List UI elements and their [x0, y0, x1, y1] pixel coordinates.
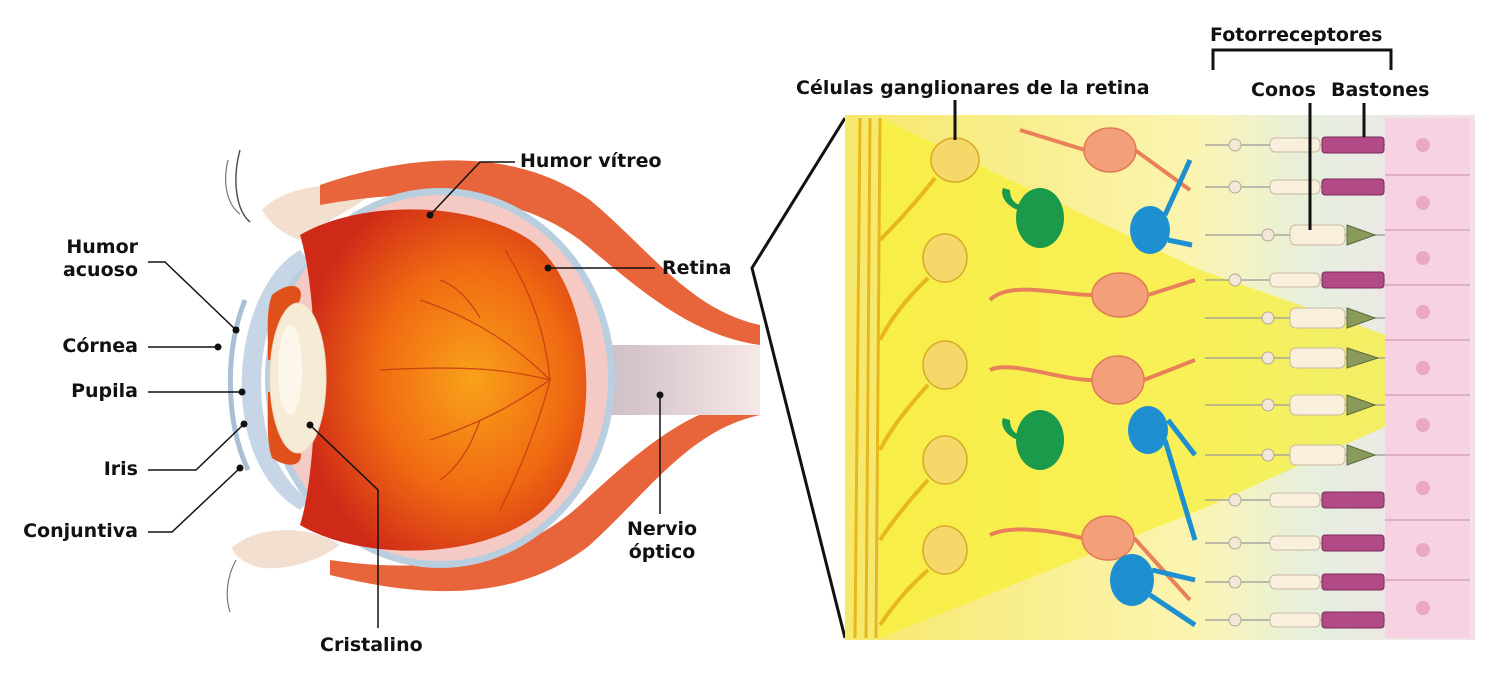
photoreceptor-rows: [1205, 136, 1385, 629]
label-conjuntiva: Conjuntiva: [23, 520, 138, 542]
eyelid-lower: [226, 530, 340, 613]
label-conos: Conos: [1251, 79, 1316, 101]
label-pupila: Pupila: [71, 380, 138, 402]
zoom-callout-lines: [750, 117, 847, 639]
retinal-blood-vessels: [379, 249, 551, 511]
label-iris: Iris: [103, 458, 138, 480]
label-humor-acuoso-line1: Humor: [66, 236, 138, 258]
amacrine-cells: [1002, 188, 1064, 470]
label-celulas-ganglionares: Células ganglionares de la retina: [796, 77, 1150, 99]
muscle-upper: [320, 160, 760, 345]
vitreous-humor: [300, 209, 587, 551]
label-nervio-optico: Nervio óptico: [612, 518, 712, 564]
retina-leader-lines: [953, 48, 1393, 230]
rod-outer-segments: [1321, 136, 1385, 629]
label-humor-acuoso-line2: acuoso: [62, 259, 138, 281]
label-nervio-optico-line2: óptico: [628, 541, 696, 563]
label-cornea: Córnea: [62, 335, 138, 357]
cone-outer-segments: [1346, 224, 1380, 466]
label-humor-vitreo: Humor vítreo: [520, 150, 662, 172]
eye-leader-lines: [148, 161, 661, 628]
ganglion-cells: [922, 137, 980, 575]
bipolar-cells: [1081, 127, 1149, 561]
optic-nerve: [590, 345, 760, 415]
label-retina: Retina: [662, 257, 732, 279]
eye-leader-dots: [214, 211, 664, 472]
cornea: [241, 250, 310, 510]
muscle-lower: [330, 398, 760, 592]
label-bastones: Bastones: [1331, 79, 1430, 101]
label-cristalino: Cristalino: [320, 634, 423, 656]
label-fotorreceptores: Fotorreceptores: [1210, 24, 1383, 46]
retina-detail-illustration: [845, 48, 1475, 640]
label-nervio-optico-line1: Nervio: [626, 518, 698, 540]
label-humor-acuoso: Humor acuoso: [40, 236, 138, 282]
horizontal-cells: [1110, 206, 1170, 606]
pigment-epithelium: [1385, 118, 1470, 638]
